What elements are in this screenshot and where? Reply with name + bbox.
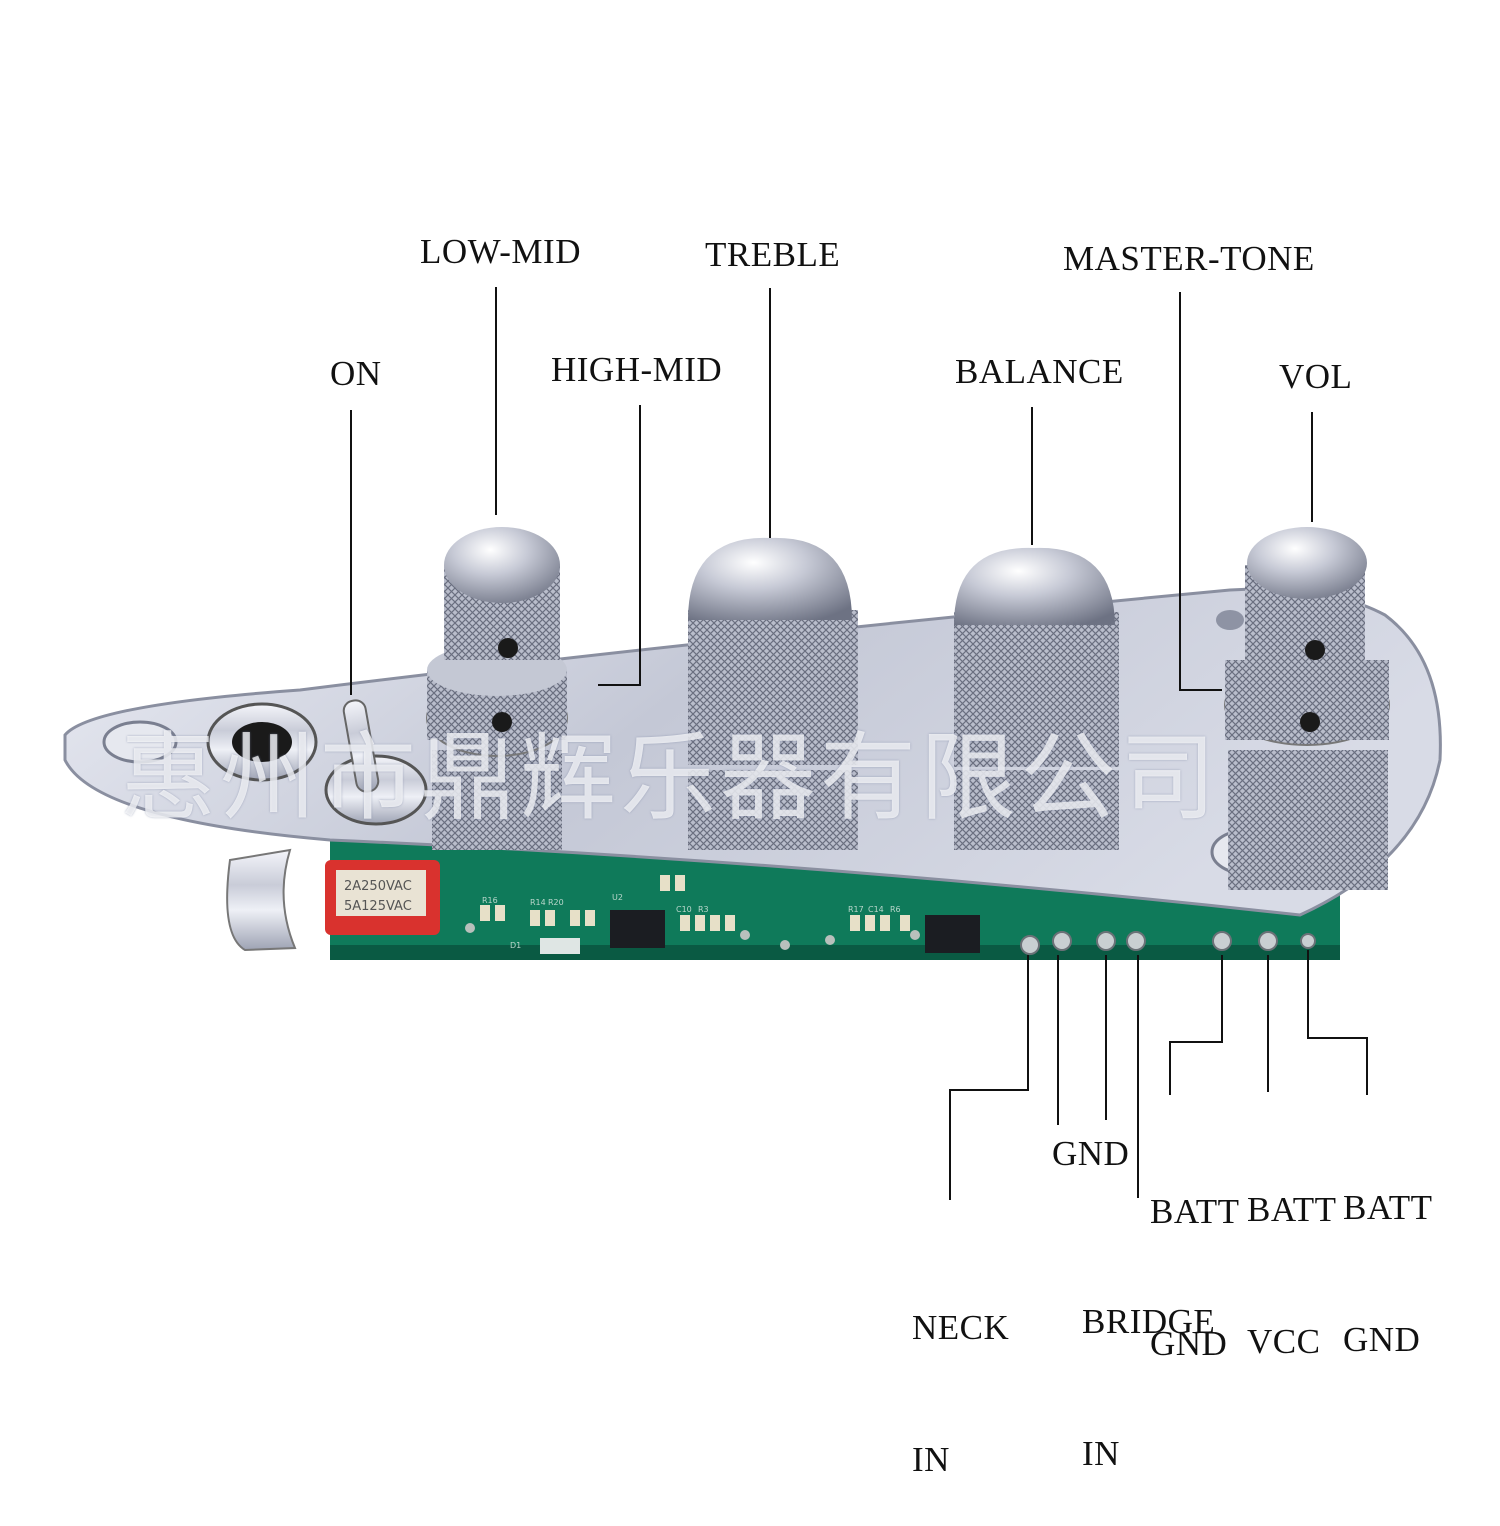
leader-master-tone <box>1179 292 1222 691</box>
label-master-tone: MASTER-TONE <box>1063 239 1315 278</box>
balance-knob <box>954 547 1119 850</box>
label-batt-gnd-1-line2: GND <box>1150 1324 1228 1363</box>
label-bridge-in-line1: BRIDGE <box>1082 1302 1216 1341</box>
label-batt-vcc-line2: VCC <box>1247 1322 1321 1361</box>
label-batt-vcc: BATT VCC <box>1247 1100 1337 1408</box>
leader-neck-in <box>949 955 1029 1200</box>
low-mid-knob <box>426 527 568 850</box>
pcb-mark: R14 <box>530 898 546 907</box>
pcb-mark: U2 <box>612 893 623 902</box>
label-treble: TREBLE <box>705 235 841 274</box>
pcb-mark: C10 <box>676 905 692 914</box>
leader-batt-gnd-1 <box>1169 955 1223 1095</box>
pcb-mark: R6 <box>890 905 901 914</box>
pcb-mark: R16 <box>482 896 498 905</box>
label-batt-gnd-1: BATT GND <box>1150 1102 1240 1410</box>
label-high-mid: HIGH-MID <box>551 350 723 389</box>
label-batt-vcc-line1: BATT <box>1247 1190 1337 1229</box>
label-neck-in-line2: IN <box>912 1440 950 1479</box>
output-jack <box>206 702 318 782</box>
label-neck-in: NECK IN <box>912 1218 1009 1526</box>
label-bridge-in-line2: IN <box>1082 1434 1120 1473</box>
watermark: 惠州市鼎辉乐器有限公司 <box>120 722 1220 834</box>
pcb-mark: R20 <box>548 898 564 907</box>
pcb-silkscreen: R16 R14 R20 U2 D1 C10 R3 R17 C14 R6 <box>482 893 901 950</box>
on-toggle-switch <box>324 699 428 826</box>
red-toggle-body: 2A250VAC 5A125VAC <box>325 860 440 935</box>
pcb-mark: D1 <box>510 941 521 950</box>
label-on: ON <box>330 354 382 393</box>
pcb-mark: R3 <box>698 905 709 914</box>
label-neck-in-line1: NECK <box>912 1308 1010 1347</box>
treble-knob <box>688 537 858 850</box>
label-balance: BALANCE <box>955 352 1124 391</box>
leader-lines <box>350 287 1368 1200</box>
label-vol: VOL <box>1279 357 1353 396</box>
leader-high-mid <box>598 405 641 686</box>
label-batt-gnd-2: BATT GND <box>1343 1098 1433 1406</box>
label-batt-gnd-1-line1: BATT <box>1150 1192 1240 1231</box>
label-batt-gnd-2-line1: BATT <box>1343 1188 1433 1227</box>
label-batt-gnd-2-line2: GND <box>1343 1320 1421 1359</box>
pcb-mark: C14 <box>868 905 884 914</box>
switch-rating: 2A250VAC <box>344 879 412 894</box>
jack-clip <box>226 848 297 952</box>
vol-master-tone-knob <box>1224 527 1390 890</box>
label-low-mid: LOW-MID <box>420 232 581 271</box>
pcb-mark: R17 <box>848 905 864 914</box>
label-bridge-in: BRIDGE IN <box>1082 1212 1215 1520</box>
label-gnd: GND <box>1052 1134 1130 1173</box>
switch-rating: 5A125VAC <box>344 899 412 914</box>
leader-batt-gnd-2 <box>1307 950 1368 1095</box>
